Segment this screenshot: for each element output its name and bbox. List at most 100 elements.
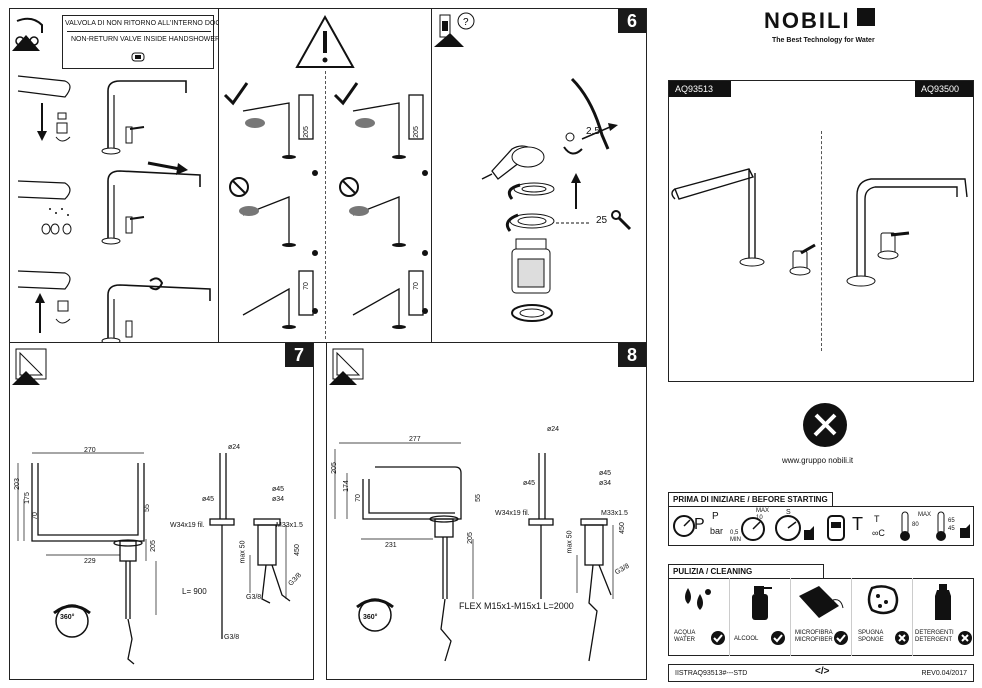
warning-scenarios	[223, 82, 428, 329]
check-icon	[771, 631, 785, 645]
cleaning-label: DETERGENTI DETERGENT	[915, 630, 954, 643]
check-icon	[711, 631, 725, 645]
cleaning-label: MICROFIBRA MICROFIBER	[795, 630, 833, 643]
gauge-min: 0,5 MIN	[730, 530, 741, 543]
dim-70: 70	[31, 512, 39, 520]
cleaning-title: PULIZIA / CLEANING	[668, 564, 824, 579]
cleaning-item-detergent: DETERGENTI DETERGENT	[913, 578, 974, 656]
thread-w34: W34x19 fil.	[170, 522, 205, 529]
cleaning-label: ALCOOL	[734, 636, 759, 642]
panel-6: 6 ? 2.5 25	[431, 8, 647, 343]
dim-450: 450	[618, 522, 626, 534]
dim-270: 270	[84, 447, 96, 454]
sponge-icon	[867, 585, 899, 615]
dim-d45: ø45	[202, 496, 215, 503]
t-65: 65	[948, 518, 955, 524]
p-label-2: P	[712, 511, 719, 522]
check-icon	[834, 631, 848, 645]
footer-bar: IISTRAQ93513#---STD </> REV0.04/2017	[668, 664, 974, 682]
measure-icon	[12, 348, 47, 385]
dimension-drawing-8	[334, 442, 614, 662]
product-aq93513	[671, 168, 816, 276]
dim-175: 175	[23, 492, 31, 504]
svg-text:?: ?	[463, 17, 469, 28]
revision: REV0.04/2017	[921, 670, 967, 677]
brand-tagline: The Best Technology for Water	[772, 37, 875, 44]
dim-d24: ø24	[228, 444, 241, 451]
dim-205-a: 205	[302, 126, 310, 138]
dim-d45-b: ø45	[599, 470, 612, 477]
t-45: 45	[948, 526, 955, 532]
before-starting-title: PRIMA DI INIZIARE / BEFORE STARTING	[668, 492, 833, 507]
dim-d34: ø34	[599, 480, 612, 487]
brand-logo: NOBILI	[764, 8, 876, 34]
dim-277: 277	[409, 436, 421, 443]
code-icon: </>	[815, 666, 830, 677]
rotation-360: 360°	[60, 614, 75, 621]
dim-25: 25	[596, 215, 608, 226]
logo-mark-icon	[857, 8, 876, 26]
pressure-gauge-icon	[673, 515, 695, 537]
dim-231: 231	[385, 542, 397, 549]
dim-max50: max 50	[566, 530, 574, 554]
product-aq93500	[846, 178, 968, 287]
dim-70-a: 70	[302, 282, 310, 290]
dim-203: 203	[13, 478, 21, 490]
dim-55: 55	[143, 504, 151, 512]
cleaning-item-water: ACQUA WATER	[668, 578, 730, 656]
p-unit: bar	[710, 526, 724, 536]
thermo-t: T	[852, 514, 863, 534]
note-it: VALVOLA DI NON RITORNO ALL'INTERNO DOCCE…	[65, 20, 243, 27]
before-starting-section: PRIMA DI INIZIARE / BEFORE STARTING P P …	[668, 492, 974, 552]
panel-number: 6	[618, 9, 646, 33]
panel-number: 8	[618, 343, 646, 367]
dim-205-b: 205	[466, 532, 474, 544]
t-label: T	[874, 514, 880, 524]
dim-450: 450	[293, 544, 301, 556]
note-en: NON-RETURN VALVE INSIDE HANDSHOWER	[71, 36, 221, 43]
cartridge-exploded	[481, 77, 632, 322]
warning-icon	[295, 14, 355, 68]
dim-205-b: 205	[412, 126, 420, 138]
dim-55: 55	[474, 494, 482, 502]
thread-w34: W34x19 fil.	[495, 510, 530, 517]
model-right-tag: AQ93500	[915, 81, 973, 97]
water-drops-icon	[685, 588, 711, 610]
spray-bottle-icon	[752, 586, 772, 620]
thread-m33: M33x1.5	[276, 522, 303, 529]
flex-hose-spec: FLEX M15x1-M15x1 L=2000	[459, 601, 574, 611]
rotation-360: 360°	[363, 614, 378, 621]
length-900: L= 900	[182, 587, 207, 596]
panel-number: 7	[285, 343, 313, 367]
dim-d24: ø24	[547, 426, 560, 433]
gauge-max: MAX 10	[756, 508, 770, 521]
model-left-tag: AQ93513	[669, 81, 731, 97]
dim-max50: max 50	[239, 540, 247, 564]
g38-c: G3/8	[224, 634, 240, 641]
doc-code: IISTRAQ93513#---STD	[675, 670, 748, 677]
cleaning-item-microfiber: MICROFIBRA MICROFIBER	[791, 578, 852, 656]
prohibited-icon	[895, 631, 909, 645]
dim-174: 174	[342, 480, 350, 492]
dim-229: 229	[84, 558, 96, 565]
t-max: MAX	[918, 512, 932, 518]
cleaning-item-alcohol: ALCOOL	[730, 578, 791, 656]
valve-icon	[131, 52, 145, 62]
t-unit: ∞C	[872, 528, 885, 538]
t-80: 80	[912, 522, 919, 528]
website: www.gruppo nobili.it	[782, 456, 854, 465]
cleaning-items: ACQUA WATER ALCOOL MICROFIBRA MICROFIBER…	[668, 578, 974, 656]
timer-thumb-icon	[775, 515, 814, 541]
microfiber-cloth-icon	[799, 586, 844, 618]
g38-b: G3/8	[246, 594, 262, 601]
panel-8: 8	[326, 342, 647, 680]
tools-icon	[803, 403, 847, 447]
icon-tools	[12, 17, 43, 51]
s-label: S	[786, 509, 791, 516]
handshower-steps	[17, 75, 211, 345]
dim-d34: ø34	[272, 496, 285, 503]
cleaning-section: PULIZIA / CLEANING ACQUA WATER ALCOOL MI…	[668, 564, 974, 656]
panel-handshower: VALVOLA DI NON RITORNO ALL'INTERNO DOCCE…	[9, 8, 243, 345]
dim-70: 70	[354, 494, 362, 502]
dim-d45: ø45	[523, 480, 536, 487]
